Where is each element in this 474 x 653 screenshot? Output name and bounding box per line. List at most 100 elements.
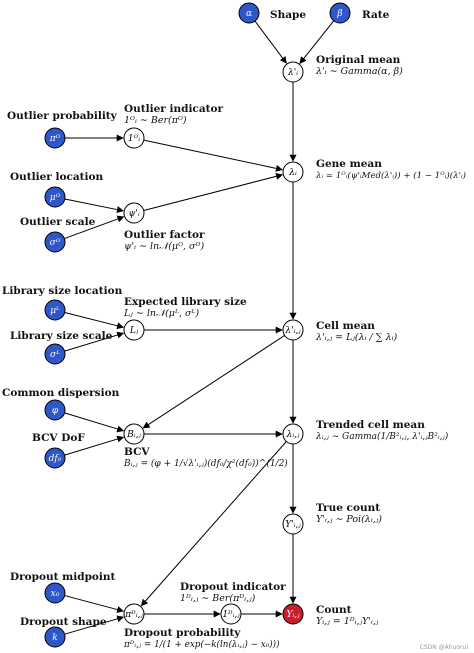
- node-symbol: ψ'ᵢ: [128, 209, 140, 219]
- dropout-shape-label: Dropout shape: [20, 616, 107, 628]
- node-circle: [282, 319, 304, 341]
- node-one-d: 1ᴰᵢ,ⱼ: [220, 603, 242, 625]
- true-count-label: True count Y'ᵢ,ⱼ ∼ Poi(λᵢ,ⱼ): [316, 502, 382, 525]
- edge-mu-l-to-l-j: [64, 311, 125, 330]
- node-sigma-l: σᴸ: [44, 343, 66, 365]
- watermark: CSDN @Ahuorui: [419, 644, 468, 651]
- outlier-scale-label: Outlier scale: [20, 216, 96, 228]
- trended-cell-mean-label: Trended cell mean λᵢ,ⱼ ∼ Gamma(1/B²ᵢ,ⱼ, …: [316, 419, 449, 442]
- common-dispersion-label: Common dispersion: [2, 387, 120, 399]
- node-circle: [238, 2, 260, 24]
- node-symbol: Lⱼ: [129, 326, 139, 336]
- edge-beta-to-lambda-i-prime: [299, 20, 335, 64]
- edge-k-to-pi-d: [64, 615, 125, 635]
- node-symbol: μᴸ: [50, 306, 60, 316]
- edge-lambda-ij-prime-to-b-ij: [142, 335, 285, 429]
- edge-sigma-o-to-psi: [64, 215, 125, 240]
- edge-df0-to-b-ij: [64, 435, 125, 456]
- node-symbol: x₀: [51, 589, 60, 599]
- node-alpha: α: [238, 2, 260, 24]
- node-x0: x₀: [44, 582, 66, 604]
- node-symbol: 1ᴰᵢ,ⱼ: [222, 610, 240, 620]
- node-pi-d: πᴰᵢ,ⱼ: [123, 603, 145, 625]
- node-circle: [123, 319, 145, 341]
- node-circle: [123, 127, 145, 149]
- library-size-location-label: Library size location: [2, 285, 123, 297]
- nodes: α β λ'ᵢ πᴼ 1ᴼᵢ λᵢ μᴼ σᴼ ψ'ᵢ μᴸ σᴸ Lⱼ λ'ᵢ,ⱼ φ df₀ Bᵢ,ⱼ λᵢ…: [44, 2, 351, 648]
- shape-label: Shape: [270, 9, 307, 21]
- node-circle: [44, 127, 66, 149]
- node-symbol: Y'ᵢ,ⱼ: [285, 520, 301, 530]
- count-label: Count Yᵢ,ⱼ = 1ᴰᵢ,ⱼY'ᵢ,ⱼ: [316, 604, 379, 627]
- outlier-indicator-label: Outlier indicator 1ᴼᵢ ∼ Ber(πᴼ): [124, 103, 224, 126]
- node-symbol: λ'ᵢ: [287, 68, 298, 78]
- node-circle: [282, 423, 304, 445]
- node-symbol: Yᵢ,ⱼ: [287, 610, 301, 620]
- node-one-o: 1ᴼᵢ: [123, 127, 145, 149]
- node-symbol: λ'ᵢ,ⱼ: [284, 326, 301, 336]
- node-phi: φ: [44, 399, 66, 421]
- node-symbol: Bᵢ,ⱼ: [126, 430, 141, 440]
- node-pi-o: πᴼ: [44, 127, 66, 149]
- node-l-j: Lⱼ: [123, 319, 145, 341]
- outlier-factor-label: Outlier factor ψ'ᵢ ∼ ln𝒩(μᴼ, σᴼ): [124, 229, 205, 252]
- bcv-label: BCV Bᵢ,ⱼ = (φ + 1/√λ'ᵢ,ⱼ)(df₀/χ²(df₀))^(…: [124, 446, 288, 469]
- original-mean-label: Original mean λ'ᵢ ∼ Gamma(α, β): [316, 54, 403, 77]
- node-circle: [44, 626, 66, 648]
- node-circle: [44, 186, 66, 208]
- node-circle: [282, 61, 304, 83]
- node-circle: [329, 2, 351, 24]
- node-psi: ψ'ᵢ: [123, 202, 145, 224]
- rate-label: Rate: [362, 9, 390, 21]
- node-symbol: 1ᴼᵢ: [128, 134, 140, 144]
- outlier-probability-label: Outlier probability: [7, 110, 117, 122]
- node-circle: [44, 231, 66, 253]
- dropout-probability-label: Dropout probability πᴰᵢ,ⱼ = 1/(1 + exp(−…: [124, 627, 280, 650]
- node-symbol: μᴼ: [50, 193, 61, 203]
- node-y: Yᵢ,ⱼ: [282, 603, 304, 625]
- node-symbol: df₀: [49, 454, 62, 464]
- node-circle: [220, 603, 242, 625]
- cell-mean-label: Cell mean λ'ᵢ,ⱼ = Lⱼ(λᵢ / ∑ λᵢ): [316, 320, 398, 343]
- node-symbol: σᴸ: [50, 350, 60, 360]
- node-lambda-ij-prime: λ'ᵢ,ⱼ: [282, 319, 304, 341]
- node-mu-l: μᴸ: [44, 299, 66, 321]
- edges: [64, 20, 335, 635]
- dropout-indicator-label: Dropout indicator 1ᴰᵢ,ⱼ ∼ Ber(πᴰᵢ,ⱼ): [180, 581, 286, 604]
- node-mu-o: μᴼ: [44, 186, 66, 208]
- edge-psi-to-lambda-i: [143, 172, 284, 211]
- node-k: k: [44, 626, 66, 648]
- node-circle: [44, 343, 66, 365]
- node-df0: df₀: [44, 447, 66, 469]
- node-b-ij: Bᵢ,ⱼ: [123, 423, 145, 445]
- node-lambda-ij: λᵢ,ⱼ: [282, 423, 304, 445]
- expected-library-size-label: Expected library size Lⱼ ∼ ln𝒩(μᴸ, σᴸ): [124, 296, 247, 319]
- library-size-scale-label: Library size scale: [10, 330, 113, 342]
- node-sigma-o: σᴼ: [44, 231, 66, 253]
- node-circle: [123, 423, 145, 445]
- node-lambda-i: λᵢ: [282, 161, 304, 183]
- node-symbol: πᴰᵢ,ⱼ: [124, 610, 143, 620]
- edge-alpha-to-lambda-i-prime: [254, 20, 287, 64]
- edge-lambda-ij-to-pi-d: [140, 441, 287, 607]
- node-circle: [123, 202, 145, 224]
- bcv-dof-label: BCV DoF: [32, 432, 85, 444]
- node-circle: [44, 447, 66, 469]
- edge-phi-to-b-ij: [64, 412, 125, 433]
- node-symbol: φ: [52, 406, 59, 416]
- edge-x0-to-pi-d: [64, 595, 125, 613]
- node-circle: [282, 513, 304, 535]
- node-circle: [123, 603, 145, 625]
- node-lambda-i-prime: λ'ᵢ: [282, 61, 304, 83]
- node-symbol: β: [336, 9, 342, 19]
- node-symbol: λᵢ,ⱼ: [286, 430, 300, 440]
- node-beta: β: [329, 2, 351, 24]
- node-symbol: πᴼ: [49, 134, 61, 144]
- node-circle: [44, 299, 66, 321]
- edge-sigma-l-to-l-j: [64, 331, 125, 352]
- edge-one-o-to-lambda-i: [143, 139, 283, 172]
- node-y-prime: Y'ᵢ,ⱼ: [282, 513, 304, 535]
- node-circle: [282, 161, 304, 183]
